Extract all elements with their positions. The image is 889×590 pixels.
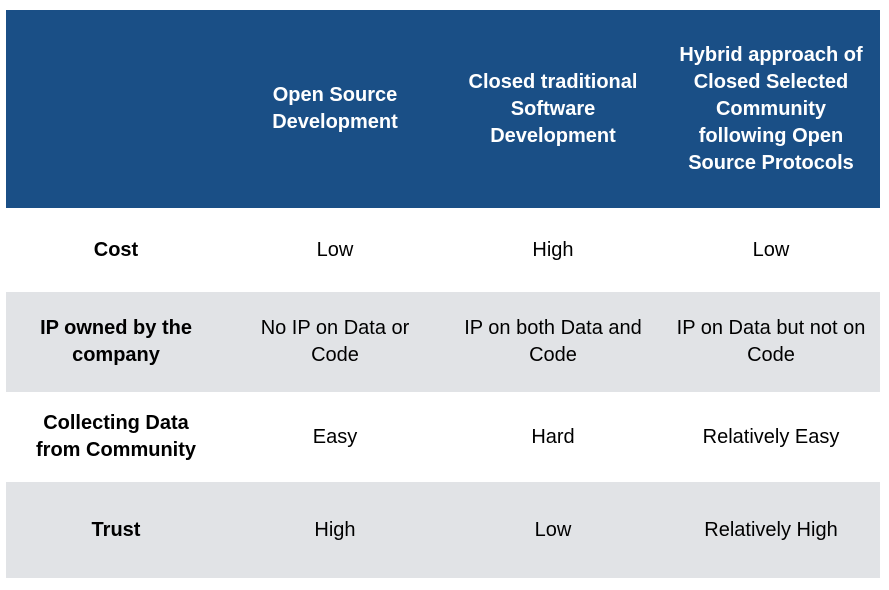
comparison-table: Open Source Development Closed tradition… — [6, 10, 880, 578]
cell-hybrid: Relatively High — [662, 482, 880, 578]
header-closed-line: Development — [490, 124, 616, 147]
header-open-source-line: Development — [272, 111, 398, 133]
cell-line: IP on Data but not on — [676, 317, 866, 339]
cell-open-source: Easy — [226, 392, 444, 482]
header-hybrid-line: Community — [715, 97, 826, 120]
row-label-line: from Community — [36, 439, 196, 461]
row-label: IP owned by the company — [6, 292, 226, 392]
table-row: Trust High Low Relatively High — [6, 482, 880, 578]
header-open-source: Open Source Development — [226, 10, 444, 208]
cell-line: High — [314, 518, 356, 541]
row-label: Trust — [6, 482, 226, 578]
row-label-line: Cost — [93, 238, 139, 261]
cell-line: Code — [311, 344, 359, 366]
cell-line: Low — [316, 238, 354, 261]
cell-line: Easy — [312, 425, 358, 448]
header-closed-line: Closed traditional — [468, 70, 638, 93]
header-hybrid-line: Closed Selected — [693, 70, 849, 93]
cell-closed: Hard — [444, 392, 662, 482]
table-row: Cost Low High Low — [6, 208, 880, 292]
cell-line: Low — [752, 238, 790, 261]
cell-open-source: High — [226, 482, 444, 578]
cell-line: High — [532, 238, 574, 261]
header-hybrid: Hybrid approach of Closed Selected Commu… — [662, 10, 880, 208]
cell-open-source: Low — [226, 208, 444, 292]
cell-line: No IP on Data or — [260, 317, 410, 339]
row-label-line: Trust — [91, 518, 141, 541]
header-closed-line: Software — [510, 97, 596, 120]
cell-closed: IP on both Data and Code — [444, 292, 662, 392]
cell-hybrid: IP on Data but not on Code — [662, 292, 880, 392]
cell-closed: High — [444, 208, 662, 292]
cell-line: Code — [747, 344, 795, 366]
header-closed-traditional: Closed traditional Software Development — [444, 10, 662, 208]
cell-line: Low — [534, 518, 572, 541]
cell-closed: Low — [444, 482, 662, 578]
cell-line: Relatively High — [704, 518, 838, 541]
table-row: Collecting Data from Community Easy Hard… — [6, 392, 880, 482]
cell-line: Relatively Easy — [702, 425, 840, 448]
cell-line: IP on both Data and — [464, 317, 642, 339]
header-open-source-line: Open Source — [272, 84, 398, 106]
header-empty-cell — [6, 10, 226, 208]
header-hybrid-line: following Open — [698, 124, 844, 147]
header-hybrid-line: Hybrid approach of — [679, 43, 863, 66]
row-label: Cost — [6, 208, 226, 292]
table-header-row: Open Source Development Closed tradition… — [6, 10, 880, 208]
header-hybrid-line: Source Protocols — [688, 151, 854, 174]
cell-line: Hard — [531, 425, 575, 448]
table-row: IP owned by the company No IP on Data or… — [6, 292, 880, 392]
row-label: Collecting Data from Community — [6, 392, 226, 482]
cell-hybrid: Low — [662, 208, 880, 292]
row-label-line: IP owned by the — [40, 317, 192, 339]
cell-open-source: No IP on Data or Code — [226, 292, 444, 392]
cell-hybrid: Relatively Easy — [662, 392, 880, 482]
row-label-line: Collecting Data — [43, 412, 189, 434]
cell-line: Code — [529, 344, 577, 366]
row-label-line: company — [72, 344, 160, 366]
